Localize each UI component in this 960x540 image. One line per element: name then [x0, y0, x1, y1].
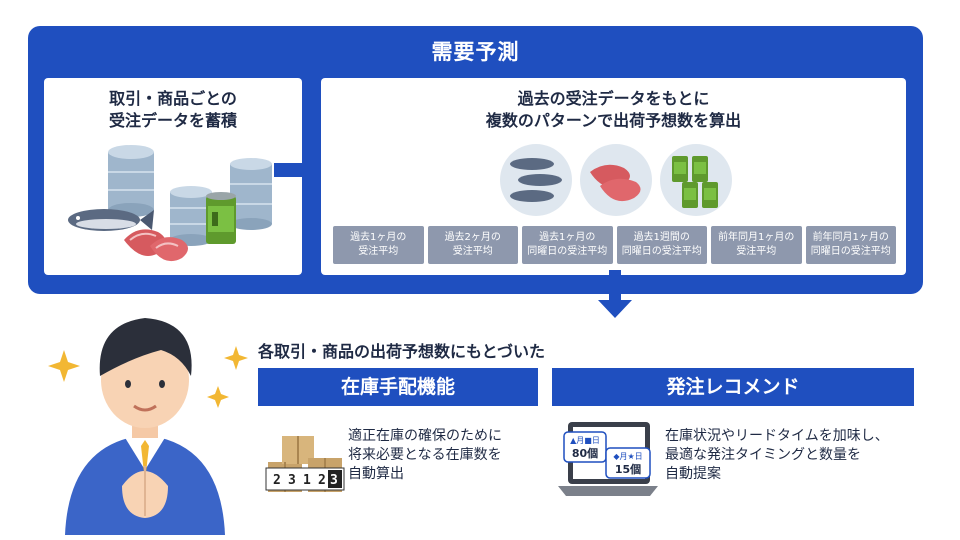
product-circles-illustration [500, 144, 732, 216]
method-line2: 受注平均 [358, 246, 399, 257]
counter-digit: 1 [303, 473, 311, 488]
inventory-description: 適正在庫の確保のために 将来必要となる在庫数を 自動算出 [348, 427, 548, 484]
meat-icon [580, 144, 652, 216]
inventory-desc-line2: 将来必要となる在庫数を [348, 447, 502, 463]
counter-digit: 3 [330, 473, 338, 488]
calc-heading-line2: 複数のパターンで出荷予想数を算出 [485, 111, 742, 130]
bubble1-value: 80個 [572, 446, 598, 460]
boxes-icon: 2 3 1 2 3 [265, 436, 345, 492]
arrow-right-icon [274, 152, 322, 188]
calc-heading-line1: 過去の受注データをもとに [517, 89, 710, 108]
method-past-1-week-same-weekday: 過去1週間の 同曜日の受注平均 [616, 226, 707, 264]
can-icon [206, 192, 236, 244]
database-icon [108, 145, 154, 217]
database-icon [170, 186, 212, 246]
method-line1: 過去1ヶ月の [539, 232, 596, 243]
method-line1: 過去2ヶ月の [444, 232, 501, 243]
tuna-icon [68, 209, 154, 231]
method-past-2-months: 過去2ヶ月の 受注平均 [427, 226, 518, 264]
inventory-desc-line3: 自動算出 [348, 466, 404, 482]
businessman-icon [65, 318, 225, 535]
sparkle-icon [48, 346, 248, 408]
method-past-1-month: 過去1ヶ月の 受注平均 [333, 226, 424, 264]
laptop-icon: ▲月■日 80個 ◆月★日 15個 [558, 422, 658, 496]
database-illustration [68, 145, 272, 262]
order-recommend-title: 発注レコメンド [552, 368, 914, 406]
businessman-illustration [48, 318, 248, 535]
method-line2: 同曜日の受注平均 [810, 246, 891, 257]
bubble1-label: ▲月■日 [570, 436, 600, 445]
method-line2: 同曜日の受注平均 [527, 246, 608, 257]
recommend-desc-line1: 在庫状況やリードタイムを加味し、 [665, 428, 889, 444]
storage-heading-line1: 取引・商品ごとの [109, 89, 237, 108]
bubble2-label: ◆月★日 [613, 452, 642, 461]
forecast-method-list: 過去1ヶ月の 受注平均 過去2ヶ月の 受注平均 過去1ヶ月の 同曜日の受注平均 … [333, 226, 896, 264]
method-line1: 前年同月1ヶ月の [812, 232, 889, 243]
data-storage-box: 取引・商品ごとの 受注データを蓄積 [44, 78, 302, 275]
counter-digit: 2 [318, 473, 326, 488]
method-last-year-same-month: 前年同月1ヶ月の 受注平均 [711, 226, 802, 264]
can-icon [660, 144, 732, 216]
method-line1: 過去1週間の [633, 232, 690, 243]
bubble2-value: 15個 [615, 462, 641, 476]
inventory-desc-line1: 適正在庫の確保のために [348, 428, 502, 444]
storage-heading-line2: 受注データを蓄積 [108, 111, 237, 130]
database-icon [230, 158, 272, 230]
method-line2: 受注平均 [452, 246, 493, 257]
tuna-icon [500, 144, 572, 216]
recommend-desc-line2: 最適な発注タイミングと数量を [665, 447, 861, 463]
recommend-desc-line3: 自動提案 [665, 466, 721, 482]
forecast-title: 需要予測 [431, 40, 520, 64]
demand-forecast-panel: 需要予測 取引・商品ごとの 受注データを蓄積 [28, 26, 923, 294]
arrow-down-icon [598, 270, 632, 318]
based-on-label: 各取引・商品の出荷予想数にもとづいた [258, 342, 546, 361]
counter-digit: 3 [288, 473, 296, 488]
recommend-description: 在庫状況やリードタイムを加味し、 最適な発注タイミングと数量を 自動提案 [665, 427, 925, 484]
method-line2: 同曜日の受注平均 [621, 246, 702, 257]
inventory-arrangement-title: 在庫手配機能 [258, 368, 538, 406]
method-line1: 過去1ヶ月の [350, 232, 407, 243]
method-past-1-month-same-weekday: 過去1ヶ月の 同曜日の受注平均 [522, 226, 613, 264]
forecast-calculation-box: 過去の受注データをもとに 複数のパターンで出荷予想数を算出 [321, 78, 906, 275]
counter-digit: 2 [273, 473, 281, 488]
method-line2: 受注平均 [736, 246, 777, 257]
method-line1: 前年同月1ヶ月の [718, 232, 795, 243]
method-last-year-same-month-weekday: 前年同月1ヶ月の 同曜日の受注平均 [805, 226, 896, 264]
meat-icon [124, 229, 188, 262]
